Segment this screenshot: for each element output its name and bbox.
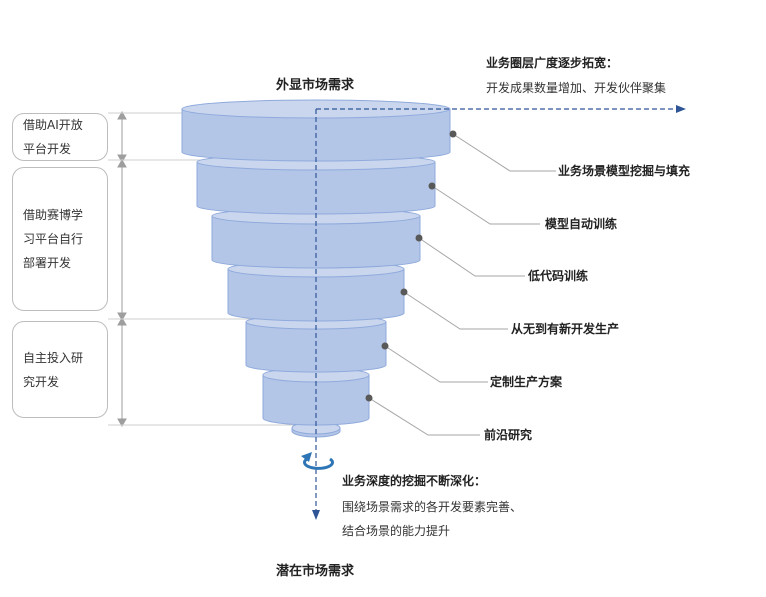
tier-label-4: 从无到有新开发生产 <box>511 322 620 336</box>
tier-label-6: 前沿研究 <box>484 428 533 442</box>
depth-text-line2: 结合场景的能力提升 <box>342 524 451 538</box>
depth-title: 业务深度的挖掘不断深化： <box>342 474 487 488</box>
bracket-arrows <box>117 110 127 428</box>
bottom-label: 潜在市场需求 <box>276 564 355 579</box>
breadth-text: 开发成果数量增加、开发伙伴聚集 <box>486 81 667 95</box>
leader-dots <box>365 130 457 402</box>
side-box-ai-platform-text: 借助AI开放 平台开发 <box>23 118 83 156</box>
breadth-arrow <box>316 105 686 113</box>
side-box-cyber-platform: 借助赛博学 习平台自行 部署开发 <box>12 167 108 311</box>
rotation-icon <box>301 452 334 470</box>
tier-label-2: 模型自动训练 <box>545 217 618 231</box>
tier-dividers <box>108 112 296 426</box>
depth-text-line1: 围绕场景需求的各开发要素完善、 <box>342 500 523 514</box>
tier-label-1: 业务场景模型挖掘与填充 <box>558 164 691 178</box>
tier-label-5: 定制生产方案 <box>490 375 563 389</box>
breadth-title: 业务圈层广度逐步拓宽： <box>486 56 619 70</box>
side-box-self-research-text: 自主投入研 究开发 <box>23 350 84 389</box>
side-box-ai-platform: 借助AI开放 平台开发 <box>12 113 108 161</box>
side-box-cyber-platform-text: 借助赛博学 习平台自行 部署开发 <box>23 208 84 270</box>
top-label: 外显市场需求 <box>276 78 355 93</box>
leader-lines <box>368 133 556 436</box>
side-box-self-research: 自主投入研 究开发 <box>12 321 108 418</box>
depth-arrow <box>312 109 320 520</box>
tier-label-3: 低代码训练 <box>528 269 589 283</box>
